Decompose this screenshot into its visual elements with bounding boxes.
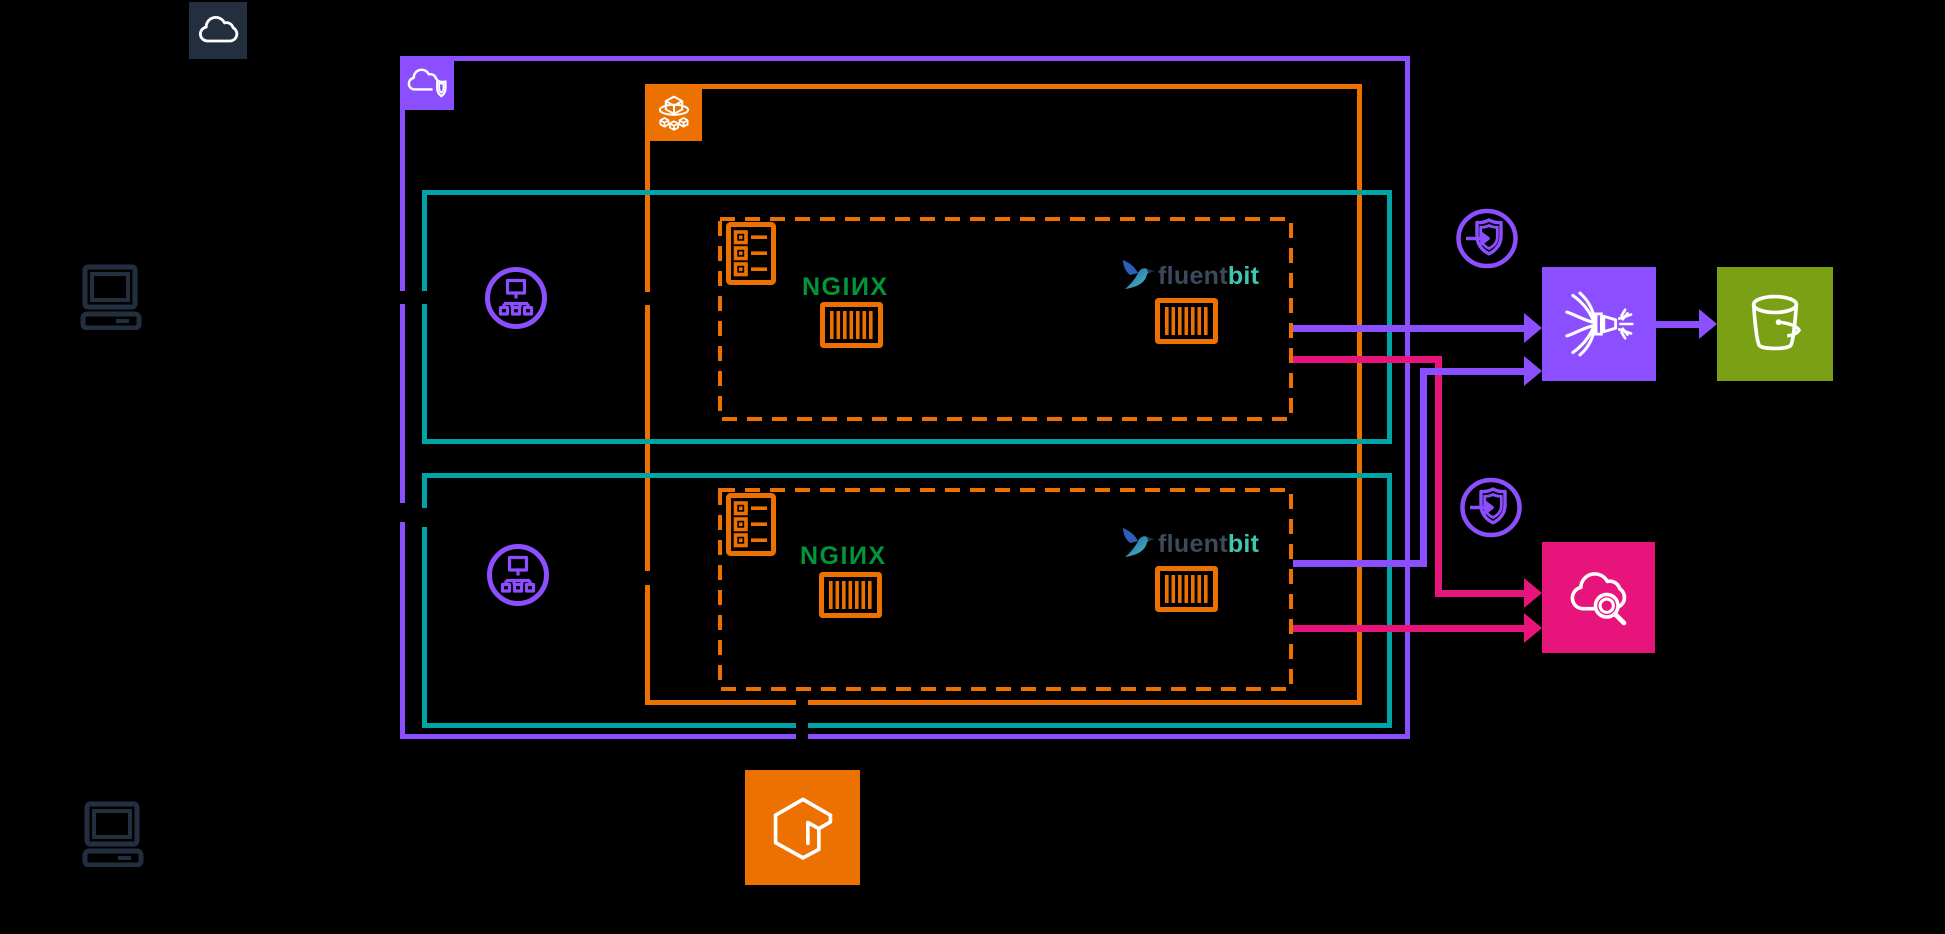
subnet-1-box (422, 190, 1392, 444)
fluentbit-logo-text-bit: bit (1227, 262, 1260, 290)
client-laptop-2-icon (82, 801, 144, 867)
kinesis-data-firehose-icon (1565, 291, 1634, 357)
connector-task2-firehose-h2 (1420, 368, 1524, 375)
ecs-cluster-badge (645, 84, 702, 141)
connector-task2-firehose-h1 (1293, 560, 1427, 567)
vpc-badge (400, 56, 454, 110)
load-balancer-1-icon (485, 267, 547, 329)
shield-arrow-icon-1 (1456, 208, 1518, 269)
fluentbit-bird-icon (1123, 260, 1155, 289)
kinesis-data-firehose-box (1542, 267, 1656, 381)
ecr-icon (773, 797, 832, 860)
task-definition-1-icon (726, 222, 776, 285)
border-gap (395, 503, 409, 522)
connector-task1-cloudwatch-h2 (1435, 590, 1524, 597)
nginx-logo-1: NGIИX (802, 273, 889, 301)
fluentbit-container-2-icon (1155, 566, 1218, 612)
vpc-icon (407, 68, 447, 98)
aws-cloud-icon (199, 15, 239, 42)
ecs-cluster-icon (658, 95, 689, 131)
load-balancer-2-icon (487, 544, 549, 606)
arrowhead-task1-cloudwatch (1524, 578, 1542, 608)
arrowhead-task2-firehose (1524, 356, 1542, 386)
connector-task1-cloudwatch-v (1435, 356, 1442, 597)
fluentbit-container-1-icon (1155, 298, 1218, 344)
border-gap (417, 508, 431, 527)
connector-task1-cloudwatch-h1 (1293, 356, 1442, 363)
s3-bucket-icon (1751, 294, 1802, 351)
connector-task2-firehose-v (1420, 368, 1427, 567)
border-gap (417, 291, 431, 304)
border-gap (796, 733, 808, 744)
vpc-group-box (400, 56, 1410, 739)
connector-task1-firehose (1293, 325, 1524, 332)
border-gap (640, 571, 654, 585)
border-gap (395, 291, 409, 304)
client-laptop-1-icon (80, 264, 142, 330)
connector-firehose-s3 (1656, 321, 1699, 328)
arrowhead-task1-firehose (1524, 313, 1542, 343)
arrowhead-firehose-s3 (1699, 309, 1717, 339)
cloudwatch-logs-icon (1570, 571, 1626, 625)
fluentbit-bird-icon (1123, 528, 1155, 557)
subnet-2-box (422, 473, 1392, 728)
border-gap (640, 292, 654, 305)
arrowhead-task2-cloudwatch (1524, 613, 1542, 643)
fluentbit-logo-text-fluent: fluent (1158, 530, 1228, 558)
nginx-container-2-icon (819, 572, 882, 618)
task-definition-2-icon (726, 493, 776, 556)
aws-cloud-badge (189, 2, 247, 59)
nginx-container-1-icon (820, 302, 883, 348)
fluentbit-logo-text-fluent: fluent (1158, 262, 1228, 290)
shield-arrow-icon-2 (1460, 477, 1522, 538)
s3-bucket-box (1717, 267, 1833, 381)
fluentbit-logo-text-bit: bit (1227, 530, 1260, 558)
ecs-cluster-group-box (645, 84, 1362, 705)
nginx-logo-2: NGIИX (800, 542, 887, 570)
connector-task2-cloudwatch (1293, 625, 1524, 632)
ecs-task-1-box (718, 217, 1293, 421)
border-gap (796, 699, 808, 711)
ecr-box (745, 770, 860, 885)
border-gap (796, 722, 808, 733)
cloudwatch-box (1542, 542, 1655, 653)
ecs-task-2-box (718, 488, 1293, 691)
